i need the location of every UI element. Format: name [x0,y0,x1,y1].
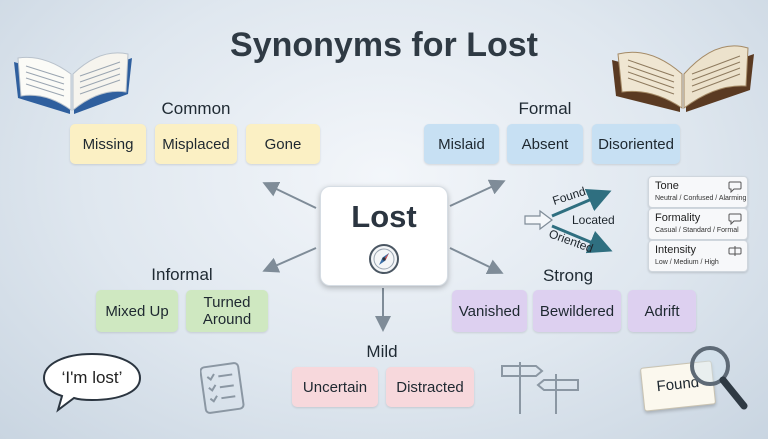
speech-bubble-shape [42,352,142,413]
synonym-card-turned-around[interactable]: Turned Around [186,290,268,332]
synonym-card-uncertain[interactable]: Uncertain [292,367,378,407]
open-book-right-icon [612,45,754,112]
sidebar-subtitle: Low / Medium / High [655,259,719,266]
speech-bubble-icon [728,213,742,225]
arrow-to-formal [449,179,506,207]
arrow-to-strong [449,247,504,275]
synonym-card-distracted[interactable]: Distracted [386,367,474,407]
group-label-formal: Formal [518,99,572,118]
speech-bubble-icon [728,181,742,193]
open-book-left-icon [14,52,132,114]
group-label-mild: Mild [366,342,398,361]
signpost-icon [501,362,579,414]
arrow-to-informal [262,247,317,273]
synonym-card-disoriented[interactable]: Disoriented [592,124,680,164]
group-label-informal: Informal [151,265,213,284]
speech-bubble-text: ‘I'm lost’ [61,368,123,387]
synonym-card-gone[interactable]: Gone [246,124,320,164]
synonym-card-adrift[interactable]: Adrift [628,290,696,332]
outline-arrow-icon [524,209,553,231]
synonym-card-mixed-up[interactable]: Mixed Up [96,290,178,332]
magnifying-glass-icon [690,346,748,410]
synonym-card-vanished[interactable]: Vanished [452,290,527,332]
arrow-found [551,189,612,218]
center-word: Lost [351,199,417,234]
sidebar-card-tone[interactable]: Tone Neutral / Confused / Alarming [648,176,748,208]
synonym-card-mislaid[interactable]: Mislaid [424,124,499,164]
synonym-card-missing[interactable]: Missing [70,124,146,164]
sidebar-title: Intensity [655,244,696,256]
center-word-card[interactable]: Lost [320,186,448,286]
sidebar-card-formality[interactable]: Formality Casual / Standard / Formal [648,208,748,240]
arrow-label-located: Located [572,213,615,227]
sidebar-title: Formality [655,212,701,224]
page-title: Synonyms for Lost [230,26,538,64]
synonym-card-bewildered[interactable]: Bewildered [533,290,621,332]
sidebar-title: Tone [655,180,679,192]
sidebar-subtitle: Casual / Standard / Formal [655,227,739,234]
arrow-oriented [551,224,613,254]
checklist-icon [200,362,245,414]
group-label-strong: Strong [542,266,594,285]
sidebar-subtitle: Neutral / Confused / Alarming [655,195,747,202]
sidebar-card-intensity[interactable]: Intensity Low / Medium / High [648,240,748,272]
group-label-common: Common [161,99,231,118]
synonym-card-misplaced[interactable]: Misplaced [155,124,237,164]
synonym-card-absent[interactable]: Absent [507,124,583,164]
slider-icon [728,246,742,256]
compass-icon [369,244,399,274]
arrow-to-common [262,181,317,209]
